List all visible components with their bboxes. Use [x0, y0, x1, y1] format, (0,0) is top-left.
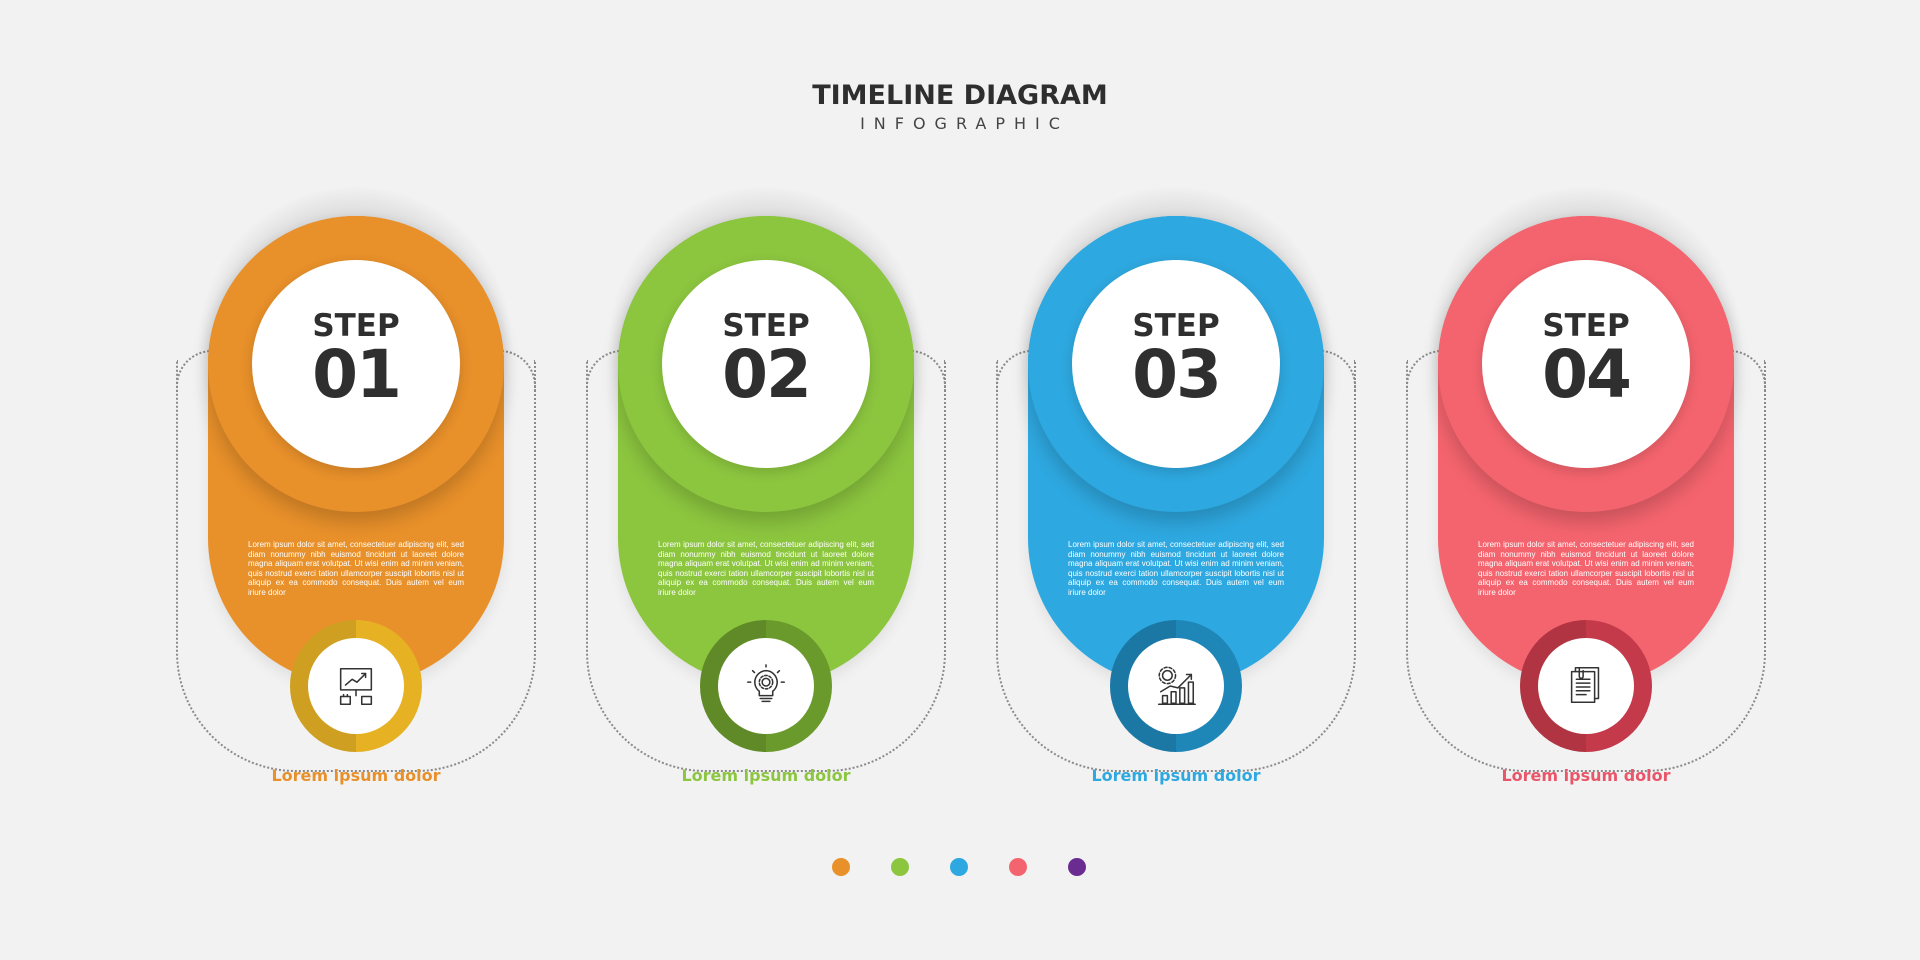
pagination-dot [832, 858, 850, 876]
step-number: 02 [722, 336, 812, 413]
pagination-dot [1068, 858, 1086, 876]
step-label: STEP [312, 308, 400, 344]
step-caption: Lorem ipsum dolor [1091, 766, 1261, 785]
step-number: 01 [312, 336, 402, 413]
growth-chart-gear-icon [1157, 666, 1196, 705]
step-card-03: STEP 03 Lorem ipsum dolor sit amet, cons… [996, 184, 1356, 790]
step-card-04: STEP 04 Lorem ipsum dolor sit amet, cons… [1406, 184, 1766, 790]
diagram-subtitle: INFOGRAPHIC [860, 114, 1069, 133]
pagination-dot [950, 858, 968, 876]
icon-ring [1110, 620, 1242, 752]
document-icon [1570, 667, 1600, 704]
pagination-dot [891, 858, 909, 876]
icon-holder [718, 638, 814, 734]
step-card-02: STEP 02 Lorem ipsum dolor sit amet, cons… [586, 184, 946, 790]
step-caption: Lorem ipsum dolor [271, 766, 441, 785]
pagination-dot [1009, 858, 1027, 876]
step-label: STEP [1132, 308, 1220, 344]
step-badge: STEP 04 [1482, 260, 1690, 468]
step-label: STEP [1542, 308, 1630, 344]
icon-ring [290, 620, 422, 752]
step-description: Lorem ipsum dolor sit amet, consectetuer… [1478, 540, 1694, 597]
step-number: 03 [1132, 336, 1222, 413]
step-badge: STEP 03 [1072, 260, 1280, 468]
step-badge: STEP 02 [662, 260, 870, 468]
icon-ring [700, 620, 832, 752]
step-caption: Lorem ipsum dolor [681, 766, 851, 785]
step-caption: Lorem ipsum dolor [1501, 766, 1671, 785]
icon-ring [1520, 620, 1652, 752]
step-description: Lorem ipsum dolor sit amet, consectetuer… [248, 540, 464, 597]
icon-holder [1538, 638, 1634, 734]
icon-holder [1128, 638, 1224, 734]
lightbulb-gear-icon [747, 664, 785, 703]
step-card-01: STEP 01 Lorem ipsum dolor sit amet, cons… [176, 184, 536, 790]
step-description: Lorem ipsum dolor sit amet, consectetuer… [658, 540, 874, 597]
step-badge: STEP 01 [252, 260, 460, 468]
step-number: 04 [1542, 336, 1632, 413]
step-description: Lorem ipsum dolor sit amet, consectetuer… [1068, 540, 1284, 597]
step-label: STEP [722, 308, 810, 344]
diagram-title: TIMELINE DIAGRAM [812, 80, 1108, 111]
icon-holder [308, 638, 404, 734]
presentation-chart-icon [339, 667, 373, 705]
